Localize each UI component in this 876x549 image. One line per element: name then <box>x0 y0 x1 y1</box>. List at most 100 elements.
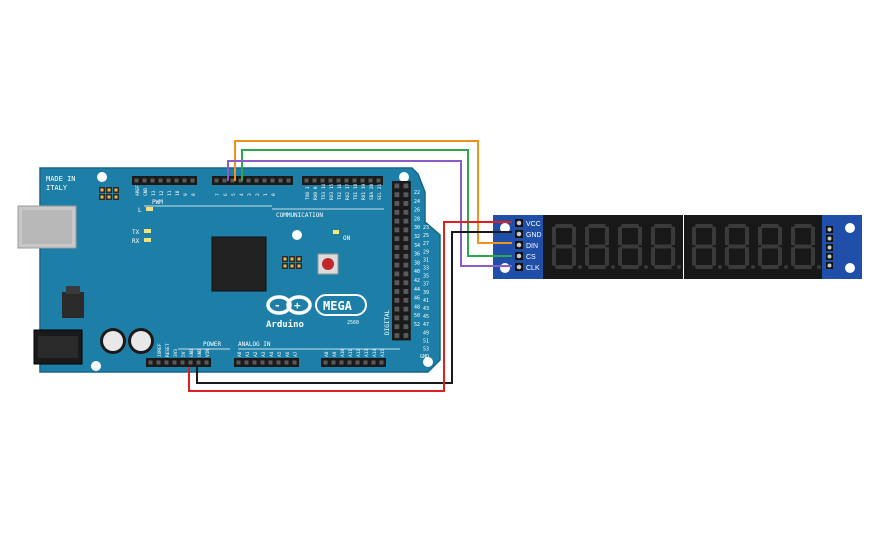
header-pin-label: TX0 1 <box>305 186 311 200</box>
header-pin-label: RX1 19 <box>361 183 367 200</box>
segment <box>585 247 589 266</box>
segment <box>712 247 716 266</box>
segment <box>572 247 576 266</box>
icsp-pin-gold <box>100 188 104 192</box>
segment <box>621 244 639 249</box>
regulator-tab <box>66 286 80 294</box>
header-pin <box>363 360 368 365</box>
digital-pin-label: 44 <box>414 287 420 293</box>
logo-plus: + <box>294 299 301 312</box>
header-pin-label: TX3 14 <box>321 183 327 200</box>
module-output-pins <box>826 226 833 269</box>
header-pin <box>344 178 349 183</box>
icsp-pin-gold <box>114 195 118 199</box>
header-pin-label: IOREF <box>157 343 163 357</box>
segment <box>695 224 713 228</box>
module-mounting-hole <box>500 223 510 233</box>
header-pin <box>403 227 409 233</box>
header-pin-label: RX0 0 <box>313 186 319 200</box>
digital-pin-label: 33 <box>423 266 429 272</box>
segment <box>695 265 713 269</box>
header-pin <box>134 178 139 183</box>
header-pin-label: A9 <box>332 351 338 357</box>
segment <box>555 244 573 249</box>
segment <box>794 265 812 269</box>
header-pin-label: A14 <box>372 349 378 357</box>
header-pin-label: GND <box>197 349 203 357</box>
header-pin <box>260 360 265 365</box>
header-pin <box>188 360 193 365</box>
header-pin <box>394 183 400 189</box>
icsp-pin-gold <box>283 257 287 261</box>
header-pin <box>172 360 177 365</box>
segment <box>555 265 573 269</box>
header-pin-label: 11 <box>167 190 173 196</box>
header-pin <box>403 262 409 268</box>
module-mounting-hole <box>845 263 855 273</box>
header-pin <box>403 271 409 277</box>
header-pin-label: 8 <box>191 193 197 196</box>
decimal-point <box>611 265 615 269</box>
header-pin <box>394 262 400 268</box>
digital-pin-label: 24 <box>414 199 420 205</box>
segment <box>638 226 642 246</box>
icsp-pin-gold <box>107 188 111 192</box>
header-pin <box>394 306 400 312</box>
gnd-label-right: GND <box>420 354 429 360</box>
digital-header-left <box>392 181 402 341</box>
segment <box>618 247 622 266</box>
header-pin-label: RX3 15 <box>329 183 335 200</box>
header-pin <box>252 360 257 365</box>
header-pin-label: 5 <box>231 193 237 196</box>
header-pin <box>230 178 235 183</box>
segment <box>621 265 639 269</box>
digital-pin-label: 25 <box>423 233 429 239</box>
header-pin <box>166 178 171 183</box>
segment <box>651 226 655 246</box>
analog-header-low <box>234 358 299 367</box>
segment <box>728 265 746 269</box>
module-pin-label: DIN <box>526 243 538 250</box>
segment <box>692 226 696 246</box>
segment <box>692 247 696 266</box>
microcontroller-chip <box>211 236 267 292</box>
segment <box>725 226 729 246</box>
digital-pin-label: 47 <box>423 322 429 328</box>
orange-wire <box>234 140 512 244</box>
header-pin <box>368 178 373 183</box>
l-led <box>146 207 153 211</box>
reset-button-cap[interactable] <box>322 258 334 270</box>
segment <box>555 224 573 228</box>
decimal-point <box>677 265 681 269</box>
logo-right-loop <box>286 295 312 315</box>
header-pin <box>376 178 381 183</box>
arduino-mega-board: ON L TX RX MADE IN ITALY PWM COMMUNICATI… <box>17 167 441 373</box>
header-pin <box>244 360 249 365</box>
decimal-point <box>578 265 582 269</box>
digital-pin-label: 28 <box>414 216 420 222</box>
header-pin-label: A7 <box>293 351 299 357</box>
header-pin-label: SDA 20 <box>369 183 375 200</box>
decimal-point <box>751 265 755 269</box>
digital-pin-label: 43 <box>423 306 429 312</box>
module-pin-hole <box>516 220 522 226</box>
digital-pin-label: 26 <box>414 208 420 214</box>
header-pin <box>180 360 185 365</box>
logo-minus: - <box>274 299 281 312</box>
usb-connector-inner <box>22 210 72 244</box>
header-pin-label: SCL 21 <box>377 183 383 200</box>
icsp-header-main <box>282 256 302 269</box>
header-pin <box>403 315 409 321</box>
digital-pin-label: 39 <box>423 290 429 296</box>
segment <box>695 244 713 249</box>
capacitor-top <box>131 331 151 351</box>
header-pin-label: 7 <box>215 193 221 196</box>
header-pin-label: TX1 18 <box>353 183 359 200</box>
header-pin <box>196 360 201 365</box>
header-pin <box>403 245 409 250</box>
purple-wire <box>227 160 512 267</box>
header-pin <box>339 360 344 365</box>
header-pin <box>394 218 400 224</box>
icsp-pin-gold <box>283 264 287 268</box>
header-pin-label: 1 <box>263 193 269 196</box>
